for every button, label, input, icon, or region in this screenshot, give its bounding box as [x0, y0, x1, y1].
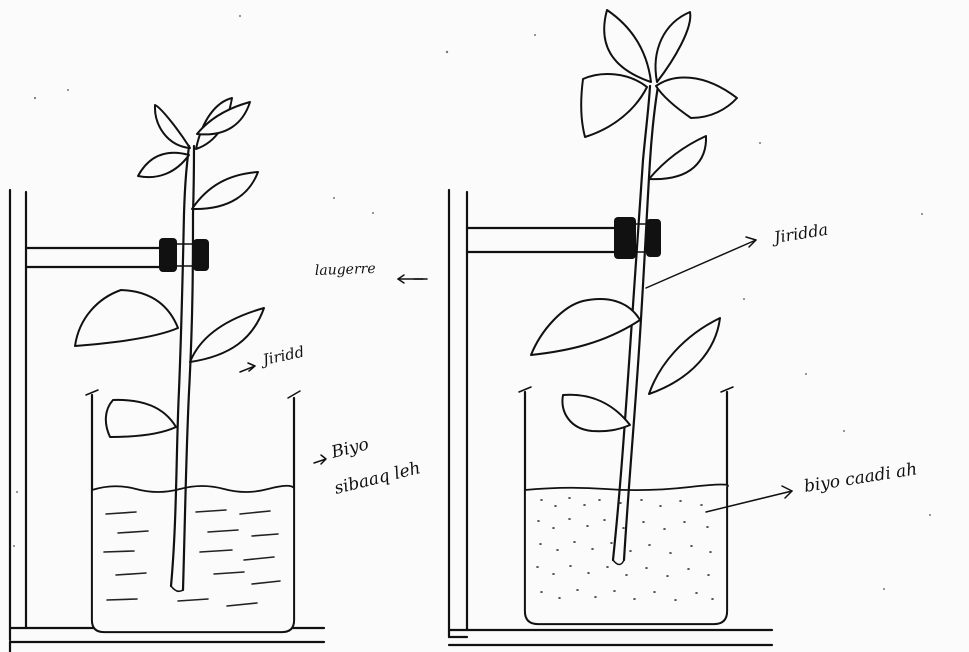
annotations: Jiridd Biyo sibaaq leh laugerre Jiridda [240, 220, 919, 512]
middle-clamp-annotation: laugerre [315, 261, 427, 283]
left-water-label-line2: sibaaq leh [332, 458, 422, 499]
right-plant [531, 10, 737, 565]
right-setup [449, 10, 772, 645]
left-water-label: Biyo [328, 434, 370, 463]
left-stem-annotation: Jiridd [240, 343, 306, 372]
right-stem-annotation: Jiridda [646, 220, 829, 288]
left-setup [10, 98, 324, 652]
right-water-label: biyo caadi ah [803, 459, 919, 497]
left-water-annotation: Biyo sibaaq leh [314, 434, 423, 499]
right-stem-label: Jiridda [770, 220, 830, 248]
left-stem-label: Jiridd [258, 343, 306, 370]
right-water-annotation: biyo caadi ah [706, 459, 919, 512]
middle-clamp-label: laugerre [315, 261, 376, 279]
